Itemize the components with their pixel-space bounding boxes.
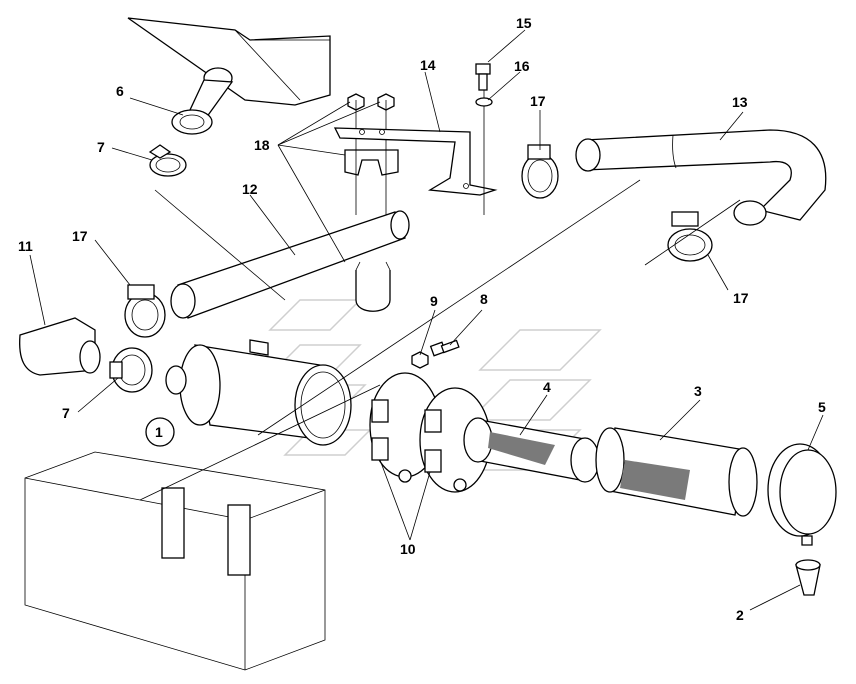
- reservoir-box: [24, 451, 326, 671]
- callout-12: 12: [242, 181, 258, 197]
- callout-circle-1: [145, 417, 175, 447]
- part-11-inlet-elbow: [19, 317, 101, 376]
- part-7-hose-clamp-lower: [109, 347, 153, 393]
- callout-5: 5: [818, 399, 826, 415]
- u-bolt: [355, 261, 391, 312]
- callout-2: 2: [736, 607, 744, 623]
- part-5-end-cover: [767, 443, 837, 546]
- callout-1: 1: [155, 424, 163, 440]
- part-1-air-cleaner-housing: [165, 339, 352, 446]
- part-2-dust-valve: [795, 559, 821, 596]
- callout-18: 18: [254, 137, 270, 153]
- callout-10: 10: [400, 541, 416, 557]
- part-8-bolt: [429, 339, 460, 357]
- hood-panel: [127, 17, 331, 106]
- callout-17-right: 17: [733, 290, 749, 306]
- part-9-nut: [411, 351, 429, 369]
- callout-17-left: 17: [72, 228, 88, 244]
- part-17-hose-clamp-left: [124, 284, 166, 338]
- part-12-intake-pipe: [170, 210, 410, 319]
- part-3-primary-filter: [595, 427, 758, 517]
- callout-13: 13: [732, 94, 748, 110]
- callout-14: 14: [420, 57, 436, 73]
- callout-4: 4: [543, 379, 551, 395]
- part-10-band-clamps: [369, 372, 491, 493]
- part-16-washer: [475, 97, 493, 107]
- callout-6: 6: [116, 83, 124, 99]
- part-14-mounting-bracket: [333, 127, 498, 196]
- part-7-hose-clamp-upper: [148, 144, 187, 177]
- callout-7-lower: 7: [62, 405, 70, 421]
- callout-3: 3: [694, 383, 702, 399]
- callout-labels: 1 2 3 4 5 6 7 7 8 9 10 11 12 13 14 15 16…: [18, 15, 826, 623]
- callout-11: 11: [18, 238, 33, 254]
- part-13-elbow-pipe: [575, 129, 827, 226]
- part-17-hose-clamp-top: [521, 144, 559, 199]
- callout-8: 8: [480, 291, 488, 307]
- part-6-inlet-adapter: [171, 67, 234, 135]
- callout-17-top: 17: [530, 93, 546, 109]
- part-17-hose-clamp-right: [667, 211, 713, 262]
- part-18-clamp-bracket: [344, 93, 399, 215]
- callout-7-upper: 7: [97, 139, 105, 155]
- callout-16: 16: [514, 58, 530, 74]
- callout-15: 15: [516, 15, 532, 31]
- part-15-bolt: [475, 63, 491, 215]
- part-4-safety-filter: [463, 417, 600, 483]
- callout-9: 9: [430, 293, 438, 309]
- leader-lines: [29, 29, 824, 611]
